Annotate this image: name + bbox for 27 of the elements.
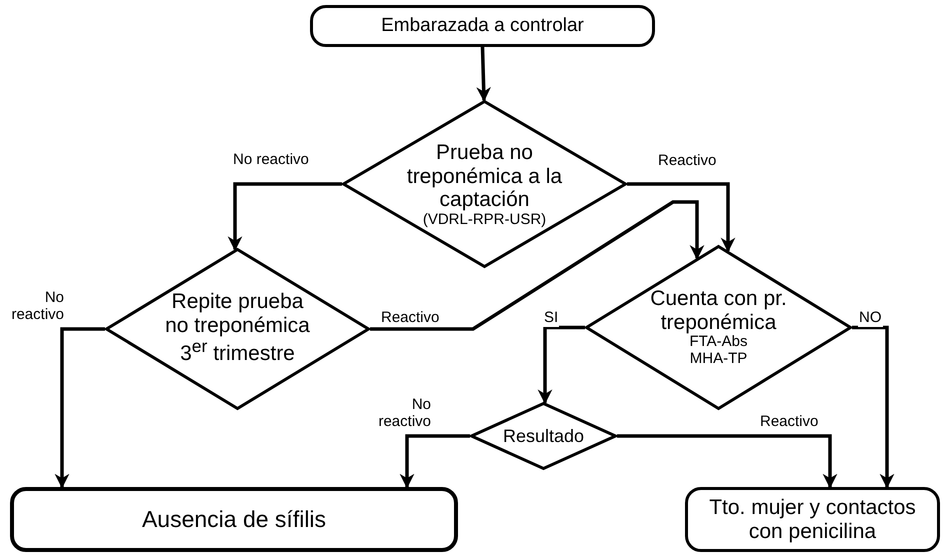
decision-diamond [470,402,617,470]
node-label: Embarazada a controlar [381,15,584,37]
arrow [627,182,736,252]
terminal-box [310,5,655,47]
arrow [538,326,585,404]
arrow [54,327,105,488]
decision-diamond [105,248,370,410]
node-label: Prueba no treponémica a la captación [406,141,564,212]
arrow [617,434,838,488]
node-label: Ausencia de sífilis [142,506,326,532]
node-sublabel: FTA-Abs MHA-TP [689,334,748,368]
arrow [370,200,704,331]
terminal-box [685,487,940,552]
node-label: Tto. mujer y contactos con penicilina [708,496,917,544]
edge-label: NO [858,310,882,326]
node-label: Cuenta con pr. treponémica [649,287,788,334]
node-sublabel: (VDRL-RPR-USR) [422,212,546,229]
terminal-box [10,487,458,552]
edge-label: SI [543,310,560,326]
decision-diamond [585,245,852,410]
arrow [476,46,491,102]
arrow [852,326,894,488]
arrow [400,434,470,488]
decision-diamond [342,100,627,268]
node-label: Resultado [502,426,584,446]
arrow [228,182,342,251]
node-label: Repite prueba no treponémica 3$^{er}$ trimestre [164,290,311,366]
